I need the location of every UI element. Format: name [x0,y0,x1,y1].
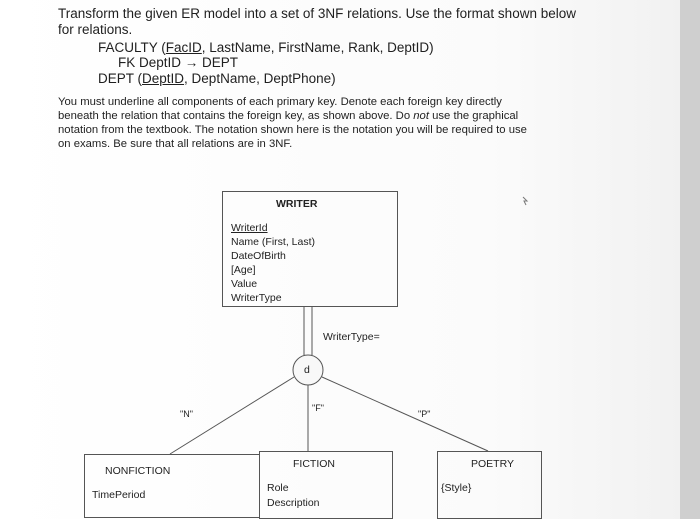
writer-attr-value: Value [231,278,258,290]
writer-entity [222,191,398,307]
fiction-attr-description: Description [267,497,320,509]
foreign-key-line: FK DeptID → DEPT [118,55,239,70]
poetry-title: POETRY [471,458,514,470]
fiction-title: FICTION [293,458,335,470]
writer-attr-id: WriterId [231,222,268,234]
relation-faculty: FACULTY (FacID, LastName, FirstName, Ran… [98,40,434,55]
mouse-cursor-icon [522,196,529,206]
writer-attr-age: [Age] [231,264,256,276]
relation-dept: DEPT (DeptID, DeptName, DeptPhone) [98,71,336,86]
paragraph-line-1: You must underline all components of eac… [58,96,502,108]
emphasis-not: not [413,110,429,122]
nonfiction-entity [84,454,260,518]
poetry-attr: {Style} [441,482,472,494]
disjoint-symbol: d [304,364,310,376]
label-p: "P" [418,409,431,419]
nonfiction-title: NONFICTION [105,465,171,477]
label-n: "N" [180,409,193,419]
paragraph-line-2: beneath the relation that contains the f… [58,110,519,122]
writer-attr-type: WriterType [231,292,282,304]
page-edge [680,0,700,519]
discriminator-label: WriterType= [323,331,380,343]
nonfiction-attr: TimePeriod [92,489,146,501]
label-f: "F" [312,403,324,413]
writer-attr-dob: DateOfBirth [231,250,286,262]
writer-attr-name: Name (First, Last) [231,236,316,248]
instruction-line-2: for relations. [58,22,133,37]
instruction-line-1: Transform the given ER model into a set … [58,6,576,21]
dept-primary-key: DeptID [142,71,185,86]
writer-title: WRITER [276,198,318,210]
faculty-primary-key: FacID [165,40,202,55]
paragraph-line-3: notation from the textbook. The notation… [58,124,527,136]
fiction-attr-role: Role [267,482,289,494]
paragraph-line-4: on exams. Be sure that all relations are… [58,138,293,150]
